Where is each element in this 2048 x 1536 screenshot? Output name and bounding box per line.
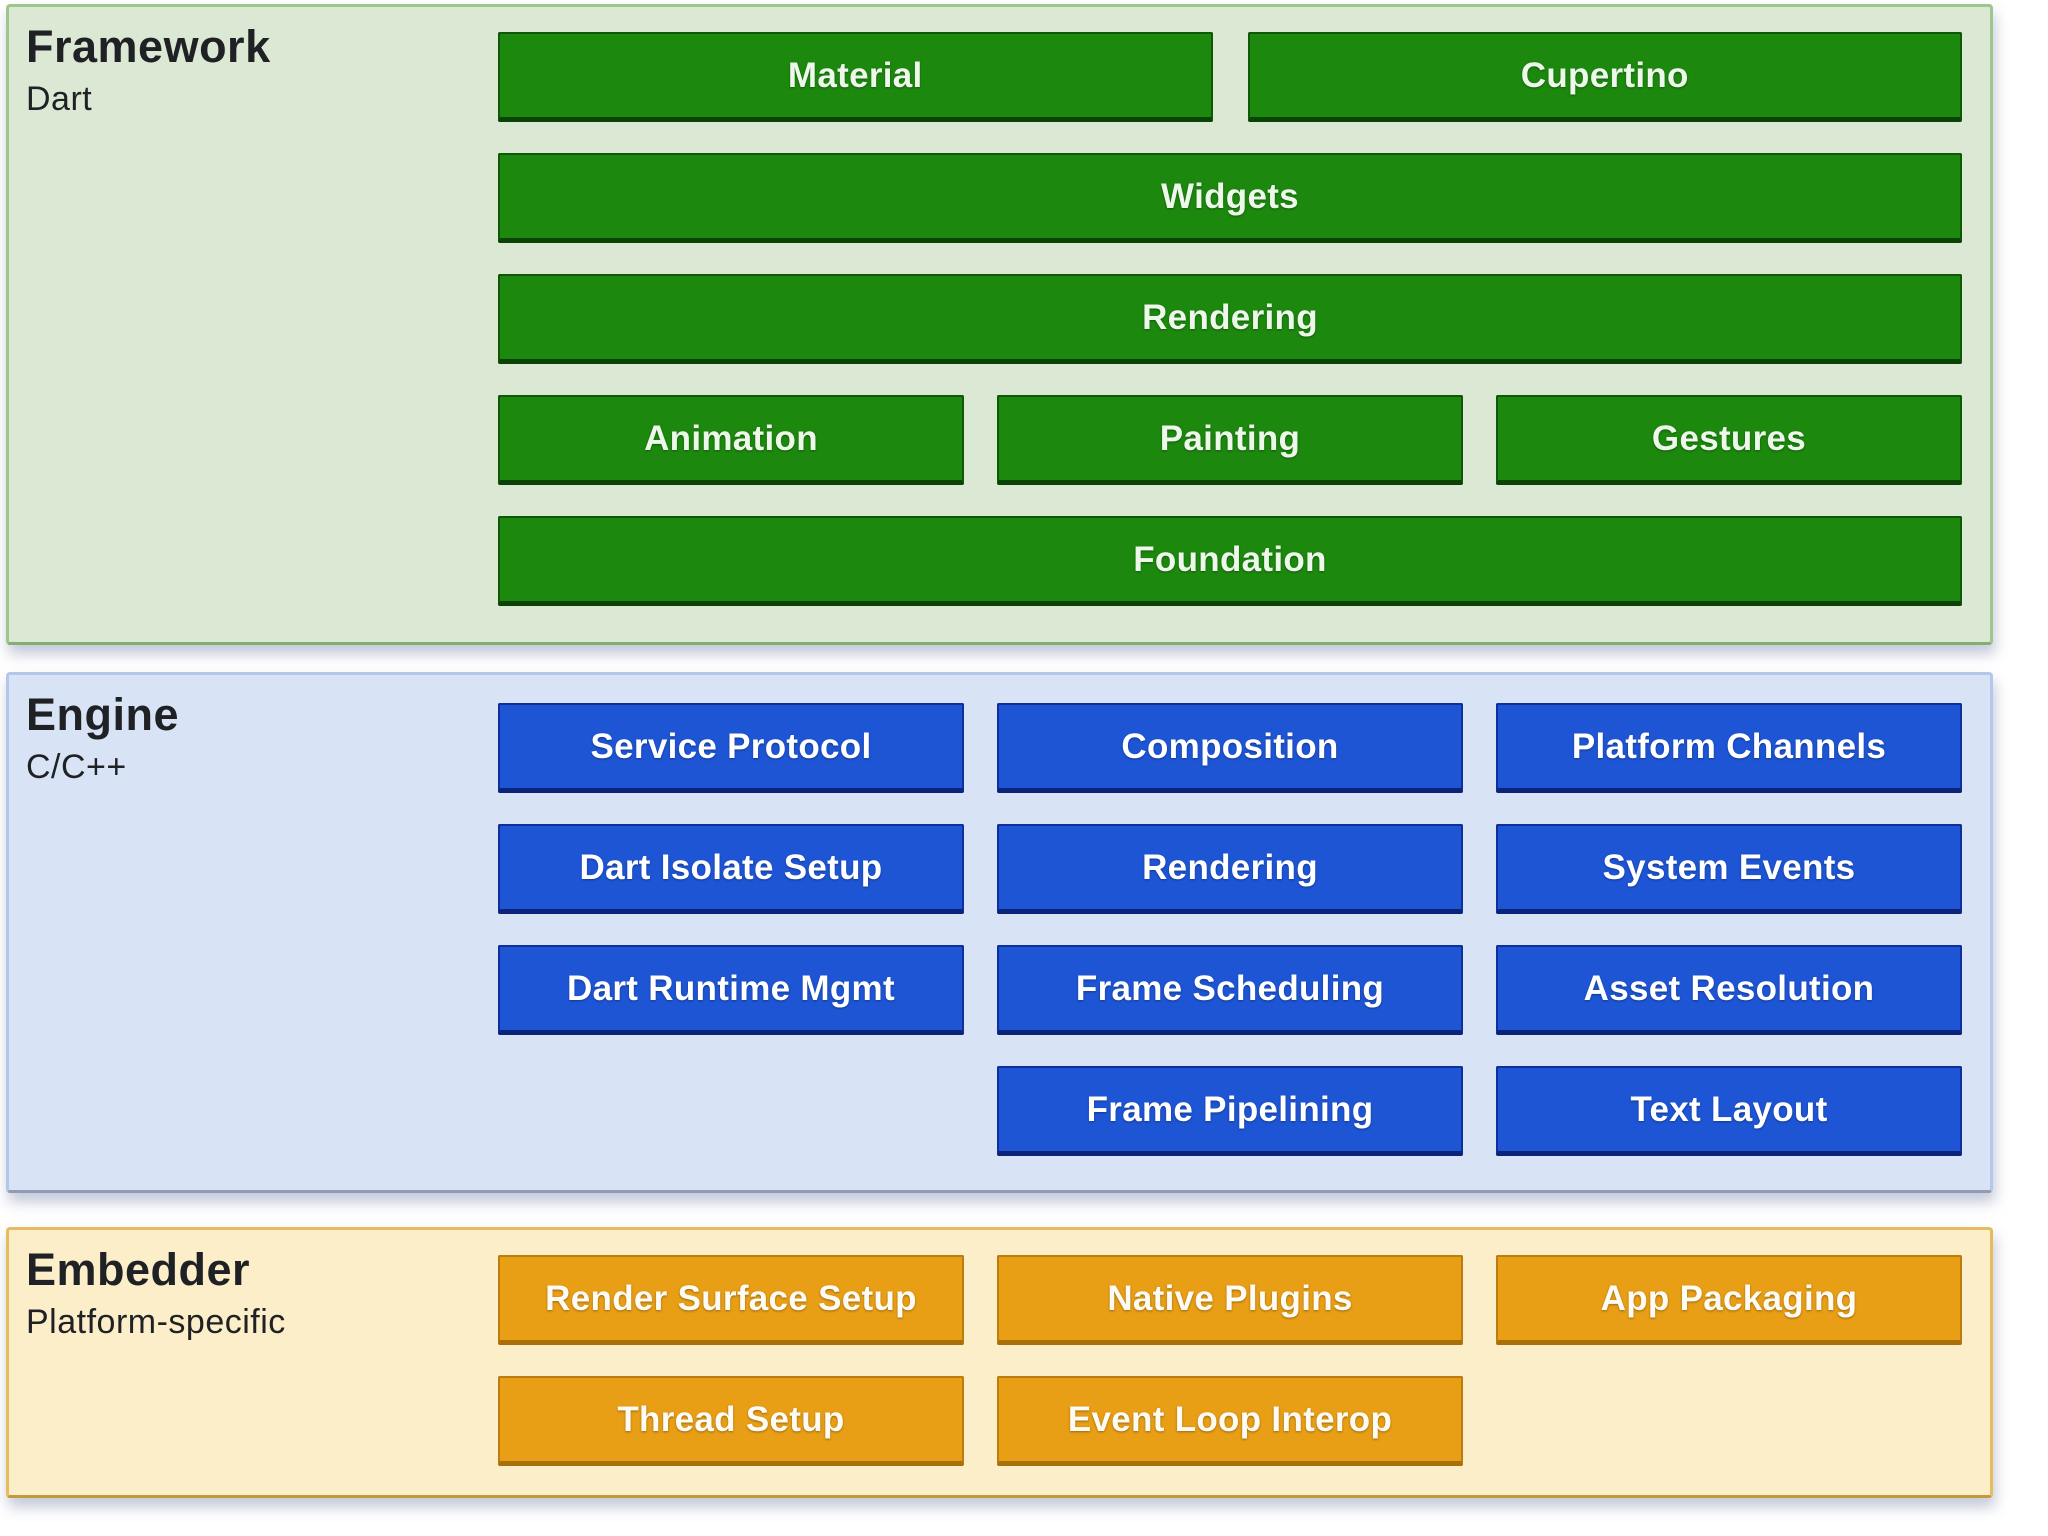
framework-title: Framework [26, 21, 271, 72]
embedder-blocks: Render Surface Setup Native Plugins App Pa… [498, 1255, 1962, 1466]
panel-embedder: Embedder Platform-specific Render Surfac… [6, 1227, 1993, 1498]
block-engine-platform-channels: Platform Channels [1496, 703, 1962, 793]
embedder-label: Embedder Platform-specific [26, 1244, 286, 1342]
framework-row-1: Material Cupertino [498, 32, 1962, 122]
engine-row-1: Service Protocol Composition Platform Chan… [498, 703, 1962, 793]
embedder-subtitle: Platform-specific [26, 1302, 286, 1341]
framework-row-2: Widgets [498, 153, 1962, 243]
block-engine-dart-runtime-mgmt: Dart Runtime Mgmt [498, 945, 964, 1035]
block-engine-dart-isolate-setup: Dart Isolate Setup [498, 824, 964, 914]
block-framework-gestures: Gestures [1496, 395, 1962, 485]
embedder-title: Embedder [26, 1244, 251, 1295]
engine-subtitle: C/C++ [26, 747, 127, 786]
engine-blocks: Service Protocol Composition Platform Chan… [498, 703, 1962, 1156]
framework-label: Framework Dart [26, 21, 271, 119]
block-engine-service-protocol: Service Protocol [498, 703, 964, 793]
block-engine-rendering: Rendering [997, 824, 1463, 914]
embedder-row-1: Render Surface Setup Native Plugins App Pa… [498, 1255, 1962, 1345]
block-framework-foundation: Foundation [498, 516, 1962, 606]
block-engine-asset-resolution: Asset Resolution [1496, 945, 1962, 1035]
block-framework-animation: Animation [498, 395, 964, 485]
block-framework-widgets: Widgets [498, 153, 1962, 243]
block-engine-text-layout: Text Layout [1496, 1066, 1962, 1156]
block-embedder-render-surface-setup: Render Surface Setup [498, 1255, 964, 1345]
engine-row-4: Frame Pipelining Text Layout [498, 1066, 1962, 1156]
block-embedder-app-packaging: App Packaging [1496, 1255, 1962, 1345]
block-framework-material: Material [498, 32, 1213, 122]
embedder-row-2: Thread Setup Event Loop Interop [498, 1376, 1962, 1466]
block-embedder-event-loop-interop: Event Loop Interop [997, 1376, 1463, 1466]
block-framework-rendering: Rendering [498, 274, 1962, 364]
engine-row-3: Dart Runtime Mgmt Frame Scheduling Asset R… [498, 945, 1962, 1035]
block-engine-frame-scheduling: Frame Scheduling [997, 945, 1463, 1035]
block-engine-system-events: System Events [1496, 824, 1962, 914]
framework-row-3: Rendering [498, 274, 1962, 364]
block-embedder-thread-setup: Thread Setup [498, 1376, 964, 1466]
framework-row-5: Foundation [498, 516, 1962, 606]
framework-subtitle: Dart [26, 79, 93, 118]
block-embedder-native-plugins: Native Plugins [997, 1255, 1463, 1345]
block-engine-composition: Composition [997, 703, 1463, 793]
engine-label: Engine C/C++ [26, 689, 179, 787]
engine-title: Engine [26, 689, 180, 740]
block-framework-painting: Painting [997, 395, 1463, 485]
panel-engine: Engine C/C++ Service Protocol Composition… [6, 672, 1993, 1193]
engine-row-2: Dart Isolate Setup Rendering System Events [498, 824, 1962, 914]
framework-row-4: Animation Painting Gestures [498, 395, 1962, 485]
block-engine-frame-pipelining: Frame Pipelining [997, 1066, 1463, 1156]
block-framework-cupertino: Cupertino [1247, 32, 1962, 122]
